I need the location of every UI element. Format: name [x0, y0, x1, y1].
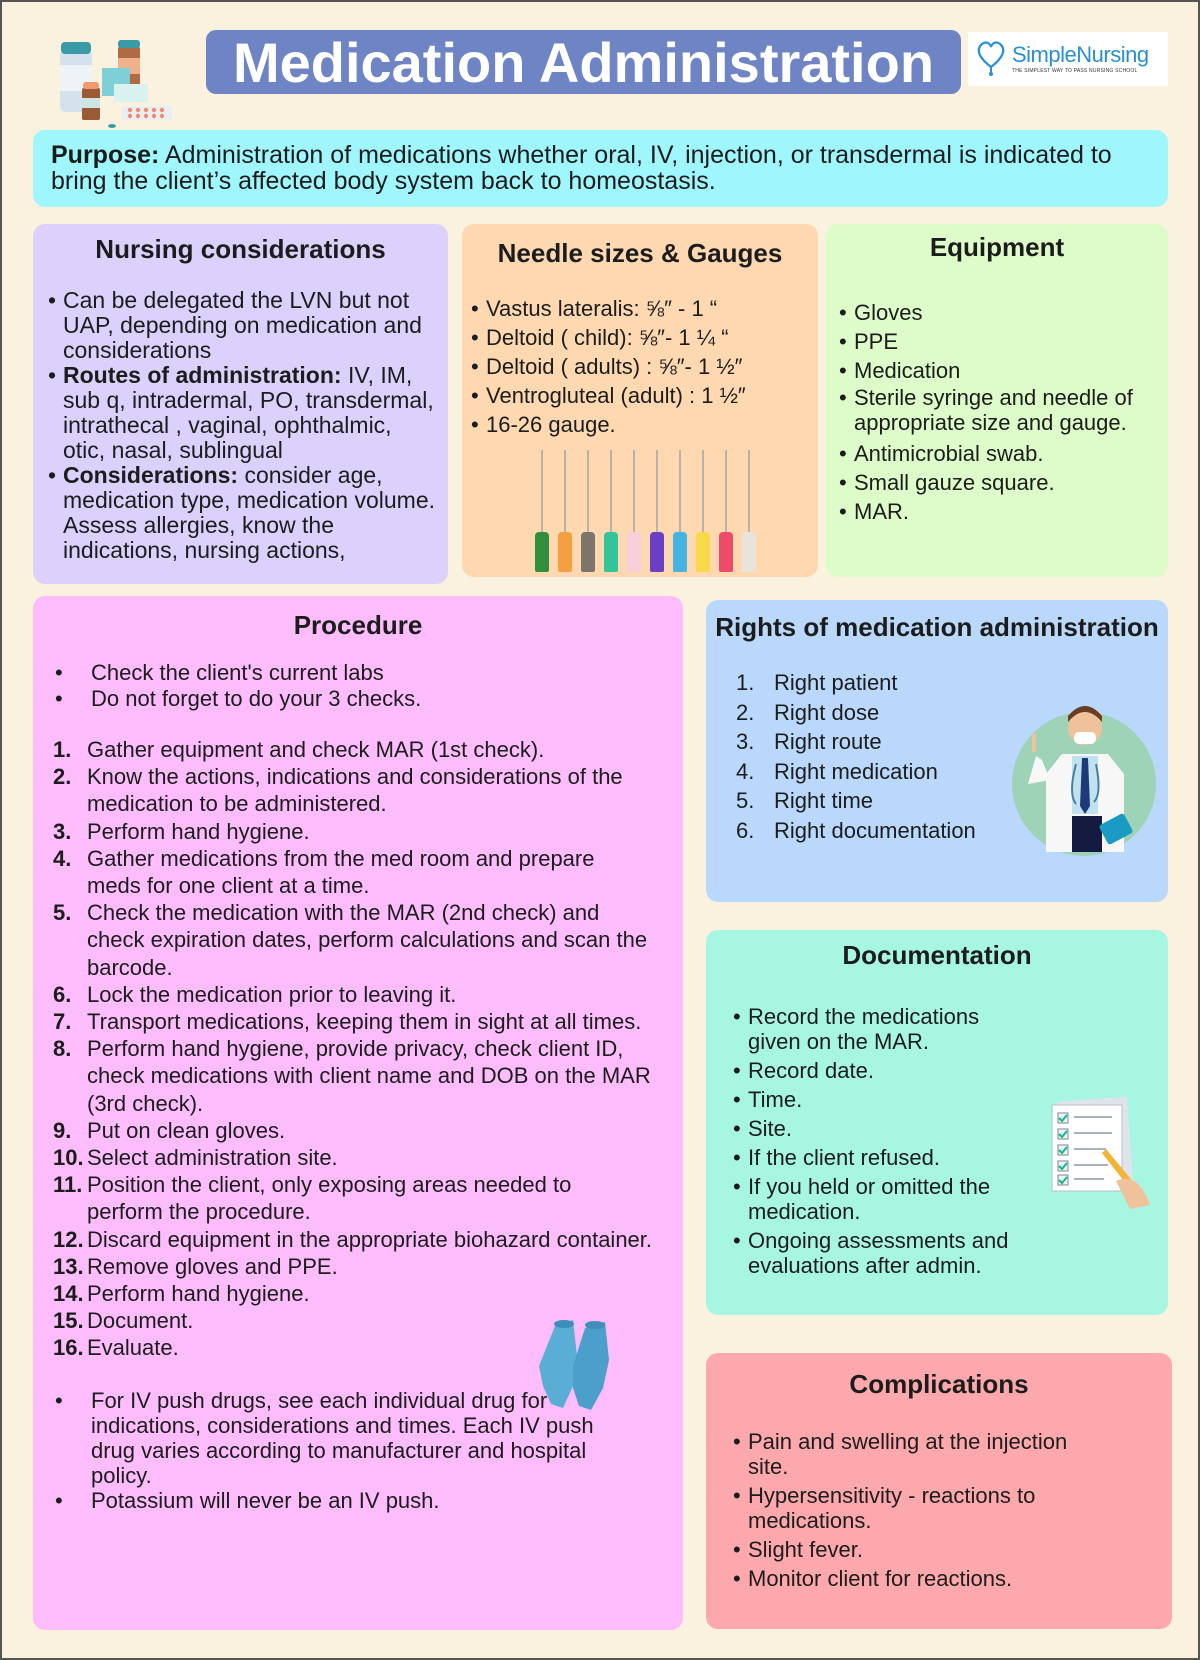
- list-item: If you held or omitted the medication.: [733, 1174, 1028, 1224]
- section-title: Procedure: [293, 610, 423, 640]
- section-title: Nursing considerations: [95, 234, 386, 264]
- checklist-icon: [1046, 1095, 1156, 1215]
- list-item: Ongoing assessments and evaluations afte…: [733, 1228, 1028, 1278]
- list-item: Gloves: [839, 298, 1160, 327]
- list-item: Site.: [733, 1116, 1028, 1141]
- doctor-illustration: [1006, 694, 1156, 864]
- procedure-step: 6.Lock the medication prior to leaving i…: [53, 981, 457, 1007]
- list-item: Time.: [733, 1087, 1028, 1112]
- needle-icon: [741, 450, 757, 572]
- section-title: Equipment: [929, 232, 1065, 262]
- list-item: Small gauze square.: [839, 468, 1160, 497]
- procedure-step: 9.Put on clean gloves.: [53, 1117, 286, 1143]
- list-item: Deltoid ( child): ⅝″- 1 ¼ “: [471, 323, 818, 352]
- list-item: Do not forget to do your 3 checks.: [55, 686, 683, 712]
- list-item: Can be delegated the LVN but not UAP, de…: [48, 288, 436, 363]
- heart-stethoscope-icon: [974, 37, 1008, 82]
- procedure-step: 13.Remove gloves and PPE.: [53, 1253, 338, 1279]
- procedure-step: 2.Know the actions, indications and cons…: [53, 764, 623, 817]
- right-item: 1.Right patient: [736, 670, 898, 695]
- list-item: For IV push drugs, see each individual d…: [55, 1388, 643, 1488]
- list-item: Potassium will never be an IV push.: [55, 1488, 643, 1513]
- list-item: Sterile syringe and needle of appropriat…: [839, 385, 1160, 435]
- documentation-card: Documentation Record the medications giv…: [706, 930, 1168, 1315]
- title-banner: Medication Administration: [206, 30, 961, 94]
- logo-tagline: THE SIMPLEST WAY TO PASS NURSING SCHOOL: [1012, 68, 1138, 74]
- list-item: Pain and swelling at the injection site.: [733, 1429, 1072, 1479]
- list-item: 16-26 gauge.: [471, 410, 818, 439]
- needle-sizes-card: Needle sizes & Gauges Vastus lateralis: …: [462, 224, 818, 577]
- procedure-step: 15.Document.: [53, 1308, 194, 1334]
- logo-brand: SimpleNursing: [1012, 42, 1149, 67]
- list-item: Record the medications given on the MAR.: [733, 1004, 1028, 1054]
- needle-icon: [580, 450, 596, 572]
- needle-icon: [603, 450, 619, 572]
- page-title: Medication Administration: [232, 30, 935, 94]
- list-item: PPE: [839, 327, 1160, 356]
- procedure-step: 16.Evaluate.: [53, 1335, 179, 1361]
- right-item: 6.Right documentation: [736, 817, 976, 843]
- purpose-label: Purpose:: [51, 141, 160, 169]
- list-item: If the client refused.: [733, 1145, 1028, 1170]
- right-item: 2.Right dose: [736, 699, 880, 725]
- list-item: Vastus lateralis: ⅝″ - 1 “: [471, 294, 818, 323]
- needle-icon: [534, 450, 550, 572]
- list-item: Deltoid ( adults) : ⅝″- 1 ½″: [471, 352, 818, 381]
- needle-icon: [718, 450, 734, 572]
- medication-bottles-illustration: [52, 30, 182, 130]
- section-title: Complications: [849, 1369, 1029, 1399]
- list-item: Check the client's current labs: [55, 660, 683, 686]
- right-item: 5.Right time: [736, 788, 874, 813]
- gloves-icon: [533, 1316, 633, 1416]
- needle-icon: [557, 450, 573, 572]
- procedure-step: 5.Check the medication with the MAR (2nd…: [53, 900, 648, 980]
- list-item: Considerations: consider age, medication…: [48, 463, 436, 563]
- list-item: Monitor client for reactions.: [733, 1566, 1072, 1591]
- procedure-step: 10.Select administration site.: [53, 1145, 338, 1171]
- procedure-step: 8.Perform hand hygiene, provide privacy,…: [53, 1036, 651, 1116]
- procedure-step: 1.Gather equipment and check MAR (1st ch…: [53, 737, 545, 762]
- needle-icon: [672, 450, 688, 572]
- procedure-step: 7.Transport medications, keeping them in…: [53, 1009, 642, 1035]
- needle-icon: [649, 450, 665, 572]
- procedure-step: 12.Discard equipment in the appropriate …: [53, 1226, 653, 1252]
- needle-icon: [695, 450, 711, 572]
- procedure-card: Procedure Check the client's current lab…: [33, 596, 683, 1630]
- needle-icon: [626, 450, 642, 572]
- section-title: Documentation: [842, 940, 1032, 970]
- nursing-considerations-card: Nursing considerations Can be delegated …: [33, 224, 448, 584]
- right-item: 4.Right medication: [736, 758, 938, 784]
- simplenursing-logo: SimpleNursing THE SIMPLEST WAY TO PASS N…: [968, 32, 1168, 86]
- procedure-step: 11.Position the client, only exposing ar…: [53, 1172, 572, 1225]
- section-title: Rights of medication administration: [715, 612, 1159, 642]
- procedure-step: 3.Perform hand hygiene.: [53, 818, 310, 844]
- purpose-text: Administration of medications whether or…: [51, 141, 1112, 195]
- procedure-step: 4.Gather medications from the med room a…: [53, 845, 595, 899]
- right-item: 3.Right route: [736, 729, 882, 754]
- list-item: Hypersensitivity - reactions to medicati…: [733, 1483, 1072, 1533]
- list-item: Ventrogluteal (adult) : 1 ½″: [471, 381, 818, 410]
- complications-card: Complications Pain and swelling at the i…: [706, 1353, 1172, 1629]
- list-item: Slight fever.: [733, 1537, 1072, 1562]
- list-item: MAR.: [839, 497, 1160, 526]
- list-item: Routes of administration: IV, IM, sub q,…: [48, 363, 436, 463]
- rights-card: Rights of medication administration 1.Ri…: [706, 600, 1168, 902]
- section-title: Needle sizes & Gauges: [497, 238, 783, 268]
- list-item: Medication: [839, 356, 1160, 385]
- procedure-step: 14.Perform hand hygiene.: [53, 1281, 310, 1307]
- purpose-box: Purpose: Administration of medications w…: [33, 130, 1168, 207]
- list-item: Record date.: [733, 1058, 1028, 1083]
- list-item: Antimicrobial swab.: [839, 439, 1160, 468]
- needles-illustration: [534, 450, 757, 572]
- equipment-card: Equipment Gloves PPE Medication Sterile …: [826, 224, 1168, 577]
